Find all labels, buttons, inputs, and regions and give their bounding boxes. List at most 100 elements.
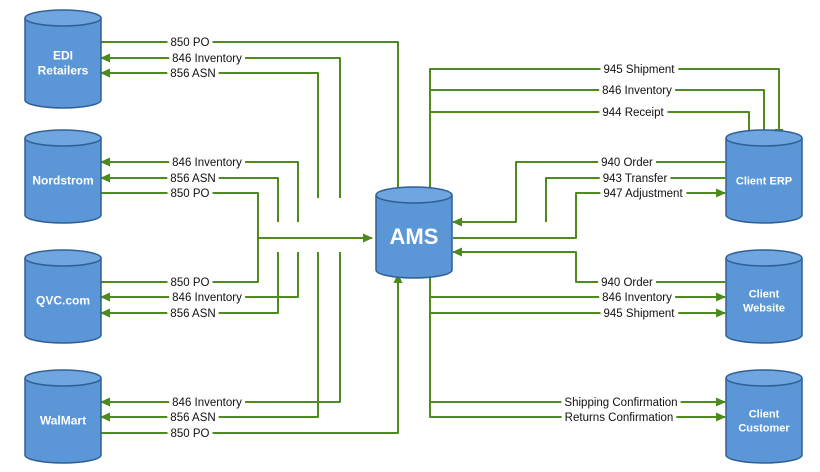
edge-label-background [598,157,657,169]
edge-label-group: 856 ASN [167,412,219,424]
edge-label-group: 856 ASN [167,173,219,185]
edge-wal-846 [100,252,341,407]
edge-label-group: Shipping Confirmation [561,397,681,409]
edge-label-group: 850 PO [167,428,213,440]
edge-qvc-856 [100,252,279,318]
node-nordstrom-label: Nordstrom [32,174,93,188]
nodes-layer: EDIRetailersNordstromQVC.comWalMartAMSCl… [24,9,803,464]
node-walmart-cylinder: WalMart [24,369,102,464]
edge-label: 850 PO [171,277,210,289]
edge-label-group: 943 Transfer [599,173,671,185]
edge-label-group: 945 Shipment [600,308,679,320]
node-erp-label: Client ERP [736,175,792,187]
edge-label-group: 846 Inventory [599,85,676,97]
edge-label-group: 846 Inventory [599,292,676,304]
edge-label-background [169,292,246,304]
edge-label-group: 945 Shipment [600,64,679,76]
edge-web-940 [452,247,725,283]
node-customer-label: Client [749,408,780,420]
edge-label-background [598,277,657,289]
edge-label-background [167,37,213,49]
edge-label-background [167,173,219,185]
edge-erp-846 [429,89,765,138]
node-website-label: Client [749,288,780,300]
edge-qvc-846 [100,252,299,302]
edge-label: 846 Inventory [172,53,242,65]
edge-label-background [167,68,219,80]
edge-label: 846 Inventory [172,292,242,304]
cylinder-body [725,258,803,344]
edge-label-background [169,53,246,65]
edge-label: 846 Inventory [602,292,672,304]
edge-label-background [167,308,219,320]
edge-label-group: Returns Confirmation [561,412,677,424]
cylinder-top [375,186,453,204]
edge-label-background [561,412,677,424]
edge-label-background [599,85,676,97]
cylinder-top [24,9,102,27]
edge-label-background [599,107,668,119]
edge-label: 856 ASN [170,173,215,185]
node-edi-label: EDI [53,49,73,63]
edge-label-background [600,308,679,320]
edge-web-846 [429,272,726,302]
edge-label-background [167,188,213,200]
cylinder-body [24,378,102,464]
node-website-label: Website [743,302,785,314]
edge-label-background [599,292,676,304]
edge-label-background [167,412,219,424]
edge-label-group: 856 ASN [167,308,219,320]
edge-label: 947 Adjustment [603,188,683,200]
edge-label: 846 Inventory [172,157,242,169]
edge-label-group: 856 ASN [167,68,219,80]
edge-label: 850 PO [171,428,210,440]
edge-label: 940 Order [601,157,653,169]
edge-label: Returns Confirmation [565,412,674,424]
edge-label-background [600,64,679,76]
edge-label: 944 Receipt [602,107,664,119]
edge-erp-944 [429,111,750,138]
edge-label: 846 Inventory [172,397,242,409]
edge-label: 850 PO [171,188,210,200]
edge-label-group: 944 Receipt [599,107,668,119]
cylinder-top [24,369,102,387]
cylinder-body [24,258,102,344]
edge-wal-856 [100,252,319,422]
edge-label-group: 846 Inventory [169,157,246,169]
edge-label-background [561,397,681,409]
cylinder-body [725,378,803,464]
edge-label: Shipping Confirmation [564,397,677,409]
edge-label: 856 ASN [170,308,215,320]
cylinder-body [725,138,803,224]
node-erp-cylinder: Client ERP [725,129,803,224]
edge-label-background [167,277,213,289]
cylinder-top [725,369,803,387]
edge-label-group: 846 Inventory [169,292,246,304]
edge-label-group: 846 Inventory [169,53,246,65]
cylinder-top [24,129,102,147]
node-ams-label: AMS [390,224,439,249]
node-edi-label: Retailers [38,64,89,78]
edge-label-background [169,157,246,169]
edge-label-group: 850 PO [167,277,213,289]
edge-nord-846 [100,157,299,222]
cylinder-body [24,18,102,109]
edge-label-group: 940 Order [598,277,657,289]
edge-label: 856 ASN [170,412,215,424]
node-nordstrom-cylinder: Nordstrom [24,129,102,224]
edge-nord-856 [100,173,279,222]
node-walmart-label: WalMart [40,414,86,428]
cylinder-top [725,129,803,147]
edge-label-group: 940 Order [598,157,657,169]
edge-web-945 [429,297,726,318]
edge-label: 943 Transfer [603,173,668,185]
edge-edi-850 [101,41,403,199]
edge-label: 846 Inventory [602,85,672,97]
edge-label: 945 Shipment [604,64,676,76]
node-ams-cylinder: AMS [375,186,453,279]
edge-label-background [169,397,246,409]
